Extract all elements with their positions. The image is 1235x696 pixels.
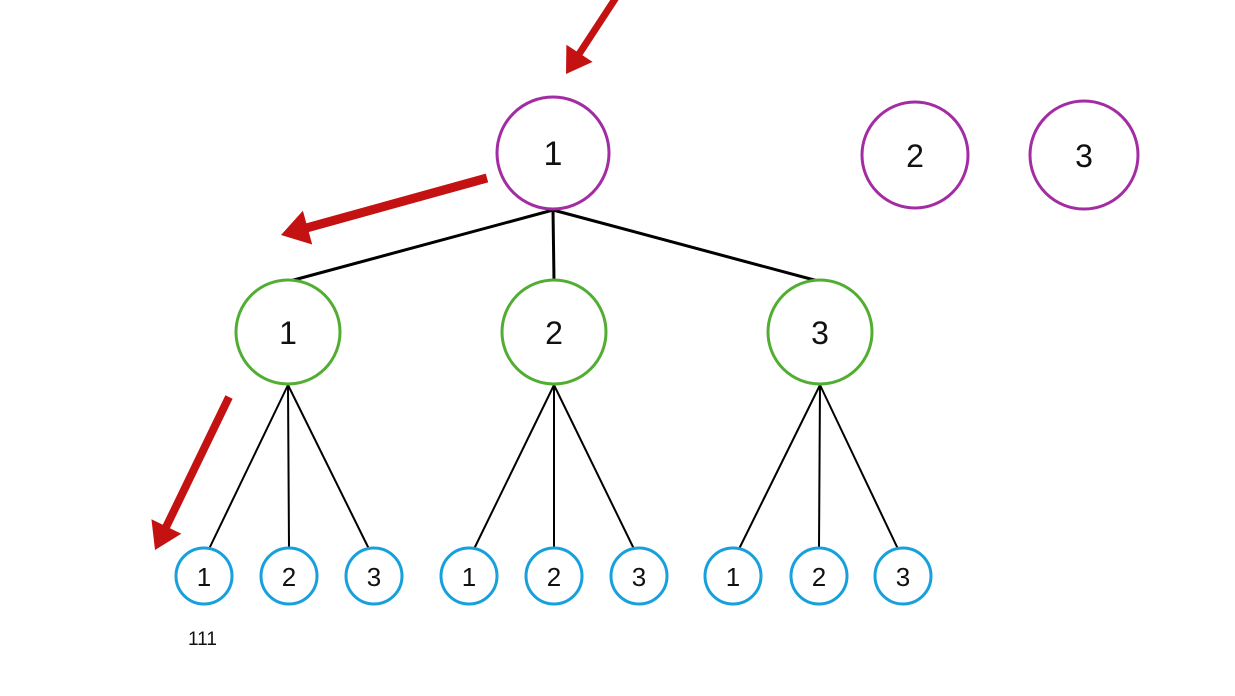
arrow-to-root-shaft (572, 0, 619, 62)
node-mid-0[interactable]: 1 (234, 278, 342, 386)
node-isolated-1-circle[interactable] (1028, 99, 1140, 211)
node-mid-0-circle[interactable] (234, 278, 342, 386)
node-mid-1[interactable]: 2 (500, 278, 608, 386)
tree-edge-leaf-0 (208, 384, 289, 550)
node-leaf-2-label: 3 (367, 562, 381, 592)
arrow-to-mid-left-head (281, 210, 313, 245)
tree-edge-leaf-1 (287, 384, 290, 549)
node-leaf-4-label: 2 (547, 562, 561, 592)
node-root-0[interactable]: 1 (495, 95, 611, 211)
tree-edge-leaf-2 (287, 384, 370, 550)
node-leaf-4[interactable]: 2 (524, 546, 584, 606)
node-leaf-4-circle[interactable] (524, 546, 584, 606)
arrow-to-root-head (566, 44, 593, 74)
root-edges-group (289, 208, 819, 283)
node-leaf-0[interactable]: 1 (174, 546, 234, 606)
nodes-group: 1 2 3 1 2 3 1 2 3 1 2 3 1 2 3 (174, 95, 1140, 606)
node-leaf-6-label: 1 (726, 562, 740, 592)
tree-edge-leaf-3 (473, 384, 555, 550)
node-leaf-8[interactable]: 3 (873, 546, 933, 606)
node-leaf-5-label: 3 (632, 562, 646, 592)
node-leaf-2-circle[interactable] (344, 546, 404, 606)
tree-edge-leaf-8 (819, 384, 899, 550)
node-leaf-6[interactable]: 1 (703, 546, 763, 606)
node-leaf-7-label: 2 (812, 562, 826, 592)
tree-edge-root-1 (551, 209, 556, 281)
arrow-to-mid-left (281, 173, 489, 245)
node-root-0-circle[interactable] (495, 95, 611, 211)
node-leaf-3[interactable]: 1 (439, 546, 499, 606)
node-isolated-1[interactable]: 3 (1028, 99, 1140, 211)
node-leaf-3-label: 1 (462, 562, 476, 592)
node-isolated-1-label: 3 (1075, 138, 1093, 174)
node-mid-2[interactable]: 3 (766, 278, 874, 386)
arrow-to-leaf-left (151, 395, 233, 550)
node-leaf-8-circle[interactable] (873, 546, 933, 606)
node-leaf-8-label: 3 (896, 562, 910, 592)
node-leaf-5-circle[interactable] (609, 546, 669, 606)
tree-edge-leaf-7 (818, 384, 821, 549)
annotation-arrows-group (151, 0, 619, 550)
node-mid-0-label: 1 (279, 315, 297, 351)
node-leaf-7-circle[interactable] (789, 546, 849, 606)
node-mid-2-label: 3 (811, 315, 829, 351)
text-labels-group: 111 (188, 629, 217, 650)
arrow-to-mid-left-shaft (298, 173, 489, 235)
node-leaf-7[interactable]: 2 (789, 546, 849, 606)
tree-edge-leaf-6 (738, 384, 821, 550)
arrow-to-leaf-left-shaft (159, 395, 233, 536)
node-leaf-0-circle[interactable] (174, 546, 234, 606)
node-leaf-1[interactable]: 2 (259, 546, 319, 606)
arrow-to-root (566, 0, 619, 74)
tree-edge-leaf-5 (553, 384, 635, 550)
node-leaf-0-label: 1 (197, 562, 211, 592)
node-leaf-6-circle[interactable] (703, 546, 763, 606)
tree-edge-root-0 (289, 208, 554, 283)
node-isolated-0-label: 2 (906, 138, 924, 174)
node-isolated-0-circle[interactable] (860, 100, 970, 210)
leaf-edges-group (208, 384, 899, 550)
leaf-path-label: 111 (188, 629, 217, 650)
node-leaf-1-label: 2 (282, 562, 296, 592)
arrow-to-leaf-left-head (151, 519, 182, 550)
node-leaf-2[interactable]: 3 (344, 546, 404, 606)
node-leaf-1-circle[interactable] (259, 546, 319, 606)
node-isolated-0[interactable]: 2 (860, 100, 970, 210)
node-root-0-label: 1 (544, 135, 563, 173)
node-mid-1-label: 2 (545, 315, 563, 351)
tree-edge-root-2 (552, 208, 819, 283)
node-mid-1-circle[interactable] (500, 278, 608, 386)
node-leaf-3-circle[interactable] (439, 546, 499, 606)
node-leaf-5[interactable]: 3 (609, 546, 669, 606)
node-mid-2-circle[interactable] (766, 278, 874, 386)
